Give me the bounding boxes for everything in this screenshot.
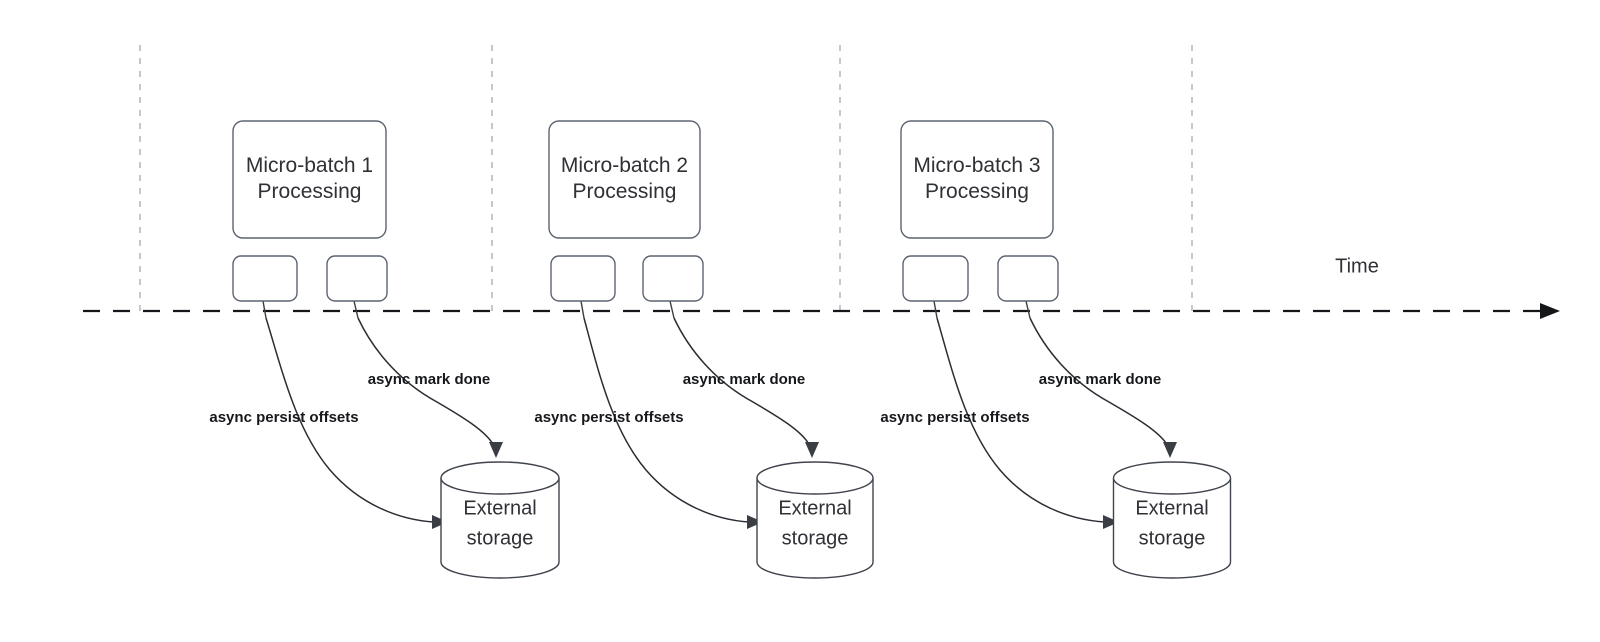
async-persist-offsets-stub-3: [933, 300, 938, 319]
async-mark-done-curve-2: [673, 317, 811, 447]
mini-box-persist-3[interactable]: [902, 255, 969, 302]
async-mark-done-arrowhead-icon-2: [805, 442, 819, 458]
external-storage-cylinder-body-1[interactable]: [440, 478, 560, 579]
external-storage-cylinder-body-3[interactable]: [1112, 478, 1232, 579]
external-storage-cylinder-top-1: [440, 461, 560, 495]
async-persist-offsets-arrowhead-icon-1: [432, 515, 448, 529]
micro-batch-label-line1-1: Micro-batch 1: [246, 154, 373, 177]
external-storage-cylinder-top-2: [756, 461, 874, 495]
mini-box-persist-1[interactable]: [232, 255, 298, 302]
external-storage-label-line2-2: storage: [782, 527, 849, 549]
async-mark-done-arrowhead-icon-3: [1163, 442, 1177, 458]
mini-box-markdone-1[interactable]: [326, 255, 388, 302]
micro-batch-box-2[interactable]: [548, 120, 701, 239]
mini-box-persist-2[interactable]: [550, 255, 616, 302]
mini-box-markdone-3[interactable]: [997, 255, 1059, 302]
time-axis-layer: [83, 303, 1560, 319]
async-mark-done-curve-1: [357, 317, 495, 447]
async-persist-offsets-label-2: async persist offsets: [534, 409, 683, 426]
async-mark-done-stub-2: [669, 300, 675, 319]
async-mark-done-curve-3: [1029, 317, 1169, 447]
micro-batch-box-1[interactable]: [232, 120, 387, 239]
micro-batch-label-line1-2: Micro-batch 2: [561, 154, 688, 177]
async-persist-offsets-curve-3: [936, 317, 1106, 523]
async-mark-done-label-1: async mark done: [368, 371, 491, 388]
async-mark-done-label-3: async mark done: [1039, 371, 1162, 388]
async-mark-done-stub-3: [1025, 300, 1031, 319]
async-mark-done-label-2: async mark done: [683, 371, 806, 388]
external-storage-label-line1-3: External: [1135, 497, 1208, 519]
async-persist-offsets-label-1: async persist offsets: [209, 409, 358, 426]
external-storage-label-line1-2: External: [778, 497, 851, 519]
external-storage-label-line1-1: External: [463, 497, 536, 519]
external-storage-label-line2-3: storage: [1139, 527, 1206, 549]
time-axis-arrow-icon: [1540, 303, 1560, 319]
external-storage-cylinder-top-3: [1112, 461, 1232, 495]
async-persist-offsets-curve-2: [583, 317, 750, 523]
nodes-layer: [232, 120, 1232, 579]
async-persist-offsets-stub-1: [262, 300, 267, 319]
external-storage-cylinder-body-2[interactable]: [756, 478, 874, 579]
async-persist-offsets-arrowhead-icon-2: [747, 515, 763, 529]
async-mark-done-stub-1: [353, 300, 359, 319]
async-persist-offsets-curve-1: [265, 317, 435, 523]
edges-layer: [262, 300, 1177, 529]
async-persist-offsets-arrowhead-icon-3: [1103, 515, 1119, 529]
async-persist-offsets-stub-2: [580, 300, 585, 319]
micro-batch-label-line2-1: Processing: [258, 180, 362, 203]
time-axis-label: Time: [1335, 255, 1379, 277]
mini-box-markdone-2[interactable]: [642, 255, 704, 302]
async-mark-done-arrowhead-icon-1: [489, 442, 503, 458]
micro-batch-box-3[interactable]: [900, 120, 1054, 239]
async-persist-offsets-label-3: async persist offsets: [880, 409, 1029, 426]
micro-batch-label-line1-3: Micro-batch 3: [913, 154, 1040, 177]
external-storage-label-line2-1: storage: [467, 527, 534, 549]
micro-batch-label-line2-3: Processing: [925, 180, 1029, 203]
micro-batch-label-line2-2: Processing: [573, 180, 677, 203]
